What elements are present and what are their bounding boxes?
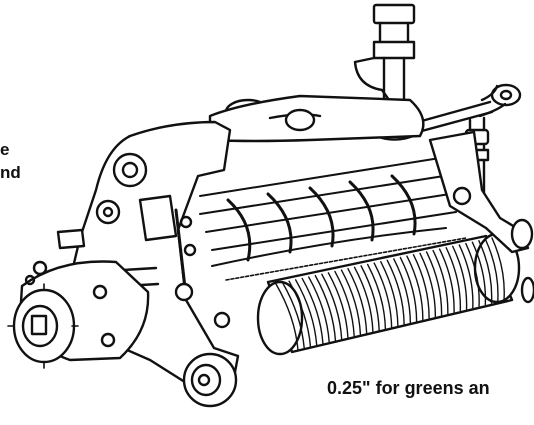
roller-groove: [412, 254, 430, 319]
front-grooved-roller: [256, 232, 521, 356]
roller-groove: [471, 241, 487, 306]
roller-groove: [478, 240, 493, 304]
roller-groove: [491, 237, 505, 301]
roller-groove: [438, 248, 455, 313]
roller-groove: [399, 256, 418, 322]
roller-groove: [452, 245, 468, 310]
roller-groove: [347, 267, 368, 335]
roller-groove: [281, 281, 305, 350]
left-hub-assembly: [7, 228, 150, 369]
roller-groove: [393, 258, 412, 324]
roller-groove: [301, 277, 324, 345]
roller-groove: [360, 265, 380, 332]
upper-handle-bar: [208, 94, 425, 143]
roller-groove: [432, 249, 449, 315]
roller-groove: [275, 283, 299, 351]
roller-groove: [380, 260, 399, 327]
front-wheel: [182, 352, 238, 408]
left-partial-label-line-2: nd: [0, 163, 21, 182]
roller-groove: [366, 263, 387, 330]
roller-groove: [425, 251, 443, 316]
roller-groove: [321, 273, 343, 341]
roller-groove: [314, 274, 337, 342]
reel-blades: [199, 157, 467, 281]
roller-groove: [340, 269, 362, 336]
roller-groove: [458, 244, 474, 309]
bottom-caption: 0.25" for greens an: [327, 378, 490, 398]
roller-groove: [445, 247, 462, 312]
roller-groove: [465, 242, 480, 307]
roller-groove: [484, 238, 499, 303]
roller-groove: [327, 272, 349, 339]
roller-groove: [288, 280, 312, 348]
roller-groove: [353, 266, 374, 333]
roller-groove: [334, 270, 355, 338]
roller-groove: [386, 259, 405, 325]
right-end-hubs: [510, 218, 534, 304]
roller-groove: [419, 252, 437, 318]
frame-adjuster-bolts: [174, 208, 231, 329]
roller-groove: [373, 262, 393, 328]
roller-groove: [308, 276, 330, 344]
roller-groove: [406, 255, 424, 321]
roller-groove: [294, 279, 318, 347]
left-partial-label-line-1: e: [0, 140, 10, 159]
